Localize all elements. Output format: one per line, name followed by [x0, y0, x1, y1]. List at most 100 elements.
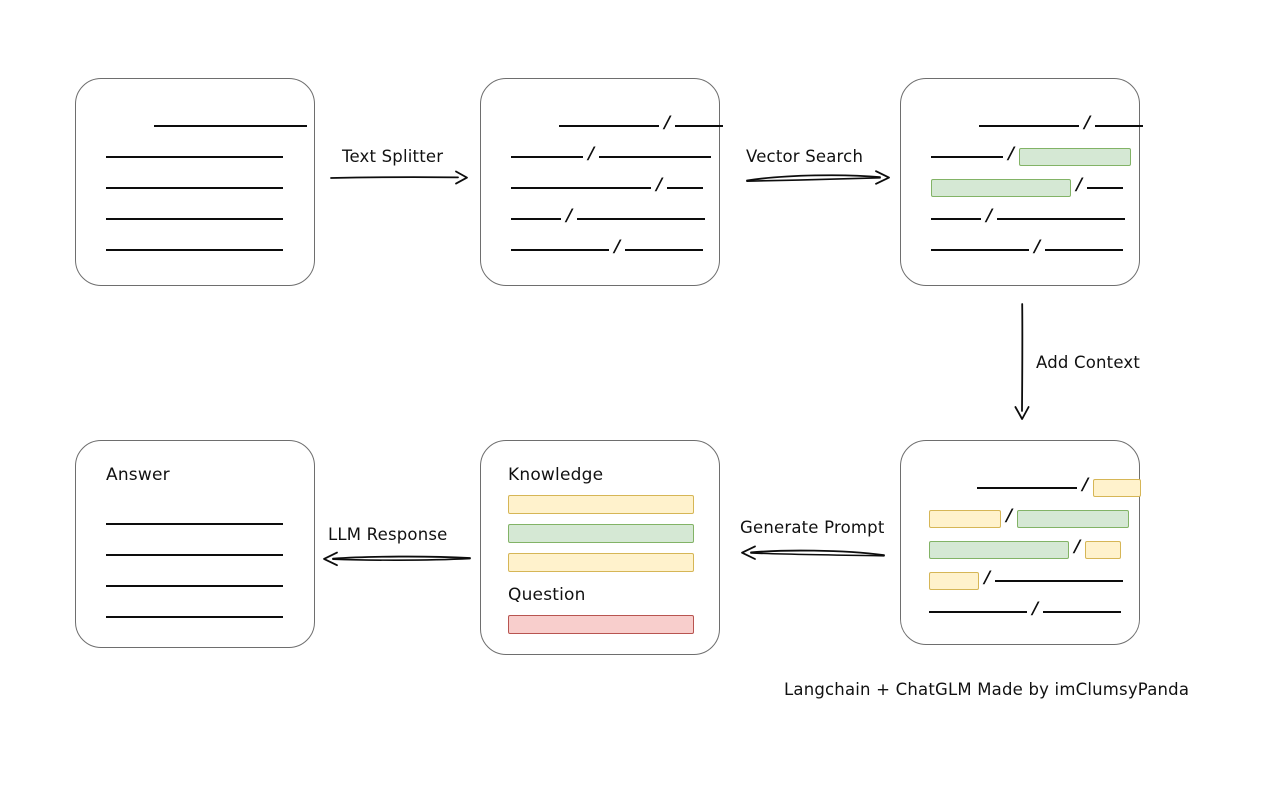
text-row: /: [979, 113, 1144, 133]
prompt-bar-yellow: [508, 495, 694, 514]
text-row: /: [931, 175, 1124, 197]
text-line: [511, 156, 583, 158]
text-line: [1043, 611, 1122, 613]
footer-credit: Langchain + ChatGLM Made by imClumsyPand…: [784, 680, 1190, 699]
text-row: [106, 579, 283, 593]
text-line: [511, 187, 651, 189]
text-line: [1095, 125, 1144, 127]
text-row: /: [511, 206, 706, 226]
text-line: [931, 156, 1003, 158]
segment-separator-icon: /: [566, 206, 573, 226]
knowledge-label: Knowledge: [508, 465, 604, 485]
text-line: [106, 554, 283, 556]
question-label: Question: [508, 585, 586, 605]
highlight-chip-green: [931, 179, 1071, 197]
text-row: /: [511, 144, 712, 164]
split-chunks-rows: / / / / /: [481, 79, 724, 285]
text-line: [106, 249, 283, 251]
vector-matches-rows: / / / / /: [901, 79, 1144, 285]
answer-rows: [76, 441, 314, 647]
text-row: /: [977, 475, 1142, 497]
source-document-rows: [76, 79, 314, 285]
generated-prompt-box[interactable]: Knowledge Question: [480, 440, 720, 655]
text-line: [995, 580, 1124, 582]
text-line: [931, 249, 1029, 251]
text-row: [106, 243, 283, 257]
arrow-text-splitter: [330, 170, 468, 185]
text-line: [931, 218, 981, 220]
split-chunks-box[interactable]: / / / / /: [480, 78, 724, 286]
text-line: [997, 218, 1126, 220]
edge-label-add-context: Add Context: [1036, 353, 1141, 372]
text-line: [1087, 187, 1124, 189]
text-row: /: [931, 237, 1124, 257]
text-row: /: [511, 237, 704, 257]
arrow-vector-search: [746, 170, 890, 185]
segment-separator-icon: /: [614, 237, 621, 257]
text-row: /: [559, 113, 724, 133]
text-row: /: [511, 175, 704, 195]
highlight-chip-green: [1019, 148, 1132, 166]
text-line: [106, 585, 283, 587]
segment-separator-icon: /: [588, 144, 595, 164]
edge-label-generate-prompt: Generate Prompt: [740, 518, 885, 537]
answer-box[interactable]: Answer: [75, 440, 315, 648]
answer-label: Answer: [106, 465, 170, 485]
text-row: /: [931, 144, 1132, 166]
text-row: [106, 548, 283, 562]
text-line: [559, 125, 659, 127]
segment-separator-icon: /: [664, 113, 671, 133]
text-line: [625, 249, 704, 251]
edge-label-text-splitter: Text Splitter: [342, 147, 444, 166]
segment-separator-icon: /: [1006, 506, 1013, 526]
text-line: [106, 616, 283, 618]
highlight-chip-yellow: [929, 572, 979, 590]
text-row: [154, 119, 307, 133]
context-added-rows: /////: [901, 441, 1142, 644]
source-document-box[interactable]: [75, 78, 315, 286]
segment-separator-icon: /: [656, 175, 663, 195]
text-row: /: [929, 599, 1122, 619]
text-line: [106, 187, 283, 189]
text-line: [675, 125, 724, 127]
highlight-chip-green: [1017, 510, 1130, 528]
vector-matches-box[interactable]: / / / / /: [900, 78, 1144, 286]
prompt-bar-green: [508, 524, 694, 543]
text-row: /: [929, 537, 1122, 559]
segment-separator-icon: /: [1084, 113, 1091, 133]
text-row: /: [929, 506, 1130, 528]
text-line: [977, 487, 1077, 489]
edge-label-vector-search: Vector Search: [746, 147, 864, 166]
edge-label-llm-response: LLM Response: [328, 525, 448, 544]
text-line: [577, 218, 706, 220]
text-line: [154, 125, 307, 127]
text-row: /: [931, 206, 1126, 226]
text-line: [979, 125, 1079, 127]
text-line: [106, 218, 283, 220]
text-row: [106, 517, 283, 531]
segment-separator-icon: /: [1082, 475, 1089, 495]
segment-separator-icon: /: [1034, 237, 1041, 257]
text-row: [106, 610, 283, 624]
segment-separator-icon: /: [1008, 144, 1015, 164]
highlight-chip-yellow: [929, 510, 1001, 528]
arrow-generate-prompt: [741, 545, 885, 560]
segment-separator-icon: /: [986, 206, 993, 226]
text-row: [106, 150, 283, 164]
arrow-add-context: [1014, 303, 1030, 420]
text-line: [667, 187, 704, 189]
text-line: [929, 611, 1027, 613]
highlight-chip-green: [929, 541, 1069, 559]
segment-separator-icon: /: [1074, 537, 1081, 557]
segment-separator-icon: /: [1076, 175, 1083, 195]
highlight-chip-yellow: [1093, 479, 1142, 497]
text-line: [599, 156, 712, 158]
arrow-llm-response: [323, 551, 471, 567]
context-added-box[interactable]: /////: [900, 440, 1142, 645]
text-row: [106, 212, 283, 226]
segment-separator-icon: /: [1032, 599, 1039, 619]
text-line: [511, 249, 609, 251]
text-line: [106, 156, 283, 158]
highlight-chip-yellow: [1085, 541, 1122, 559]
